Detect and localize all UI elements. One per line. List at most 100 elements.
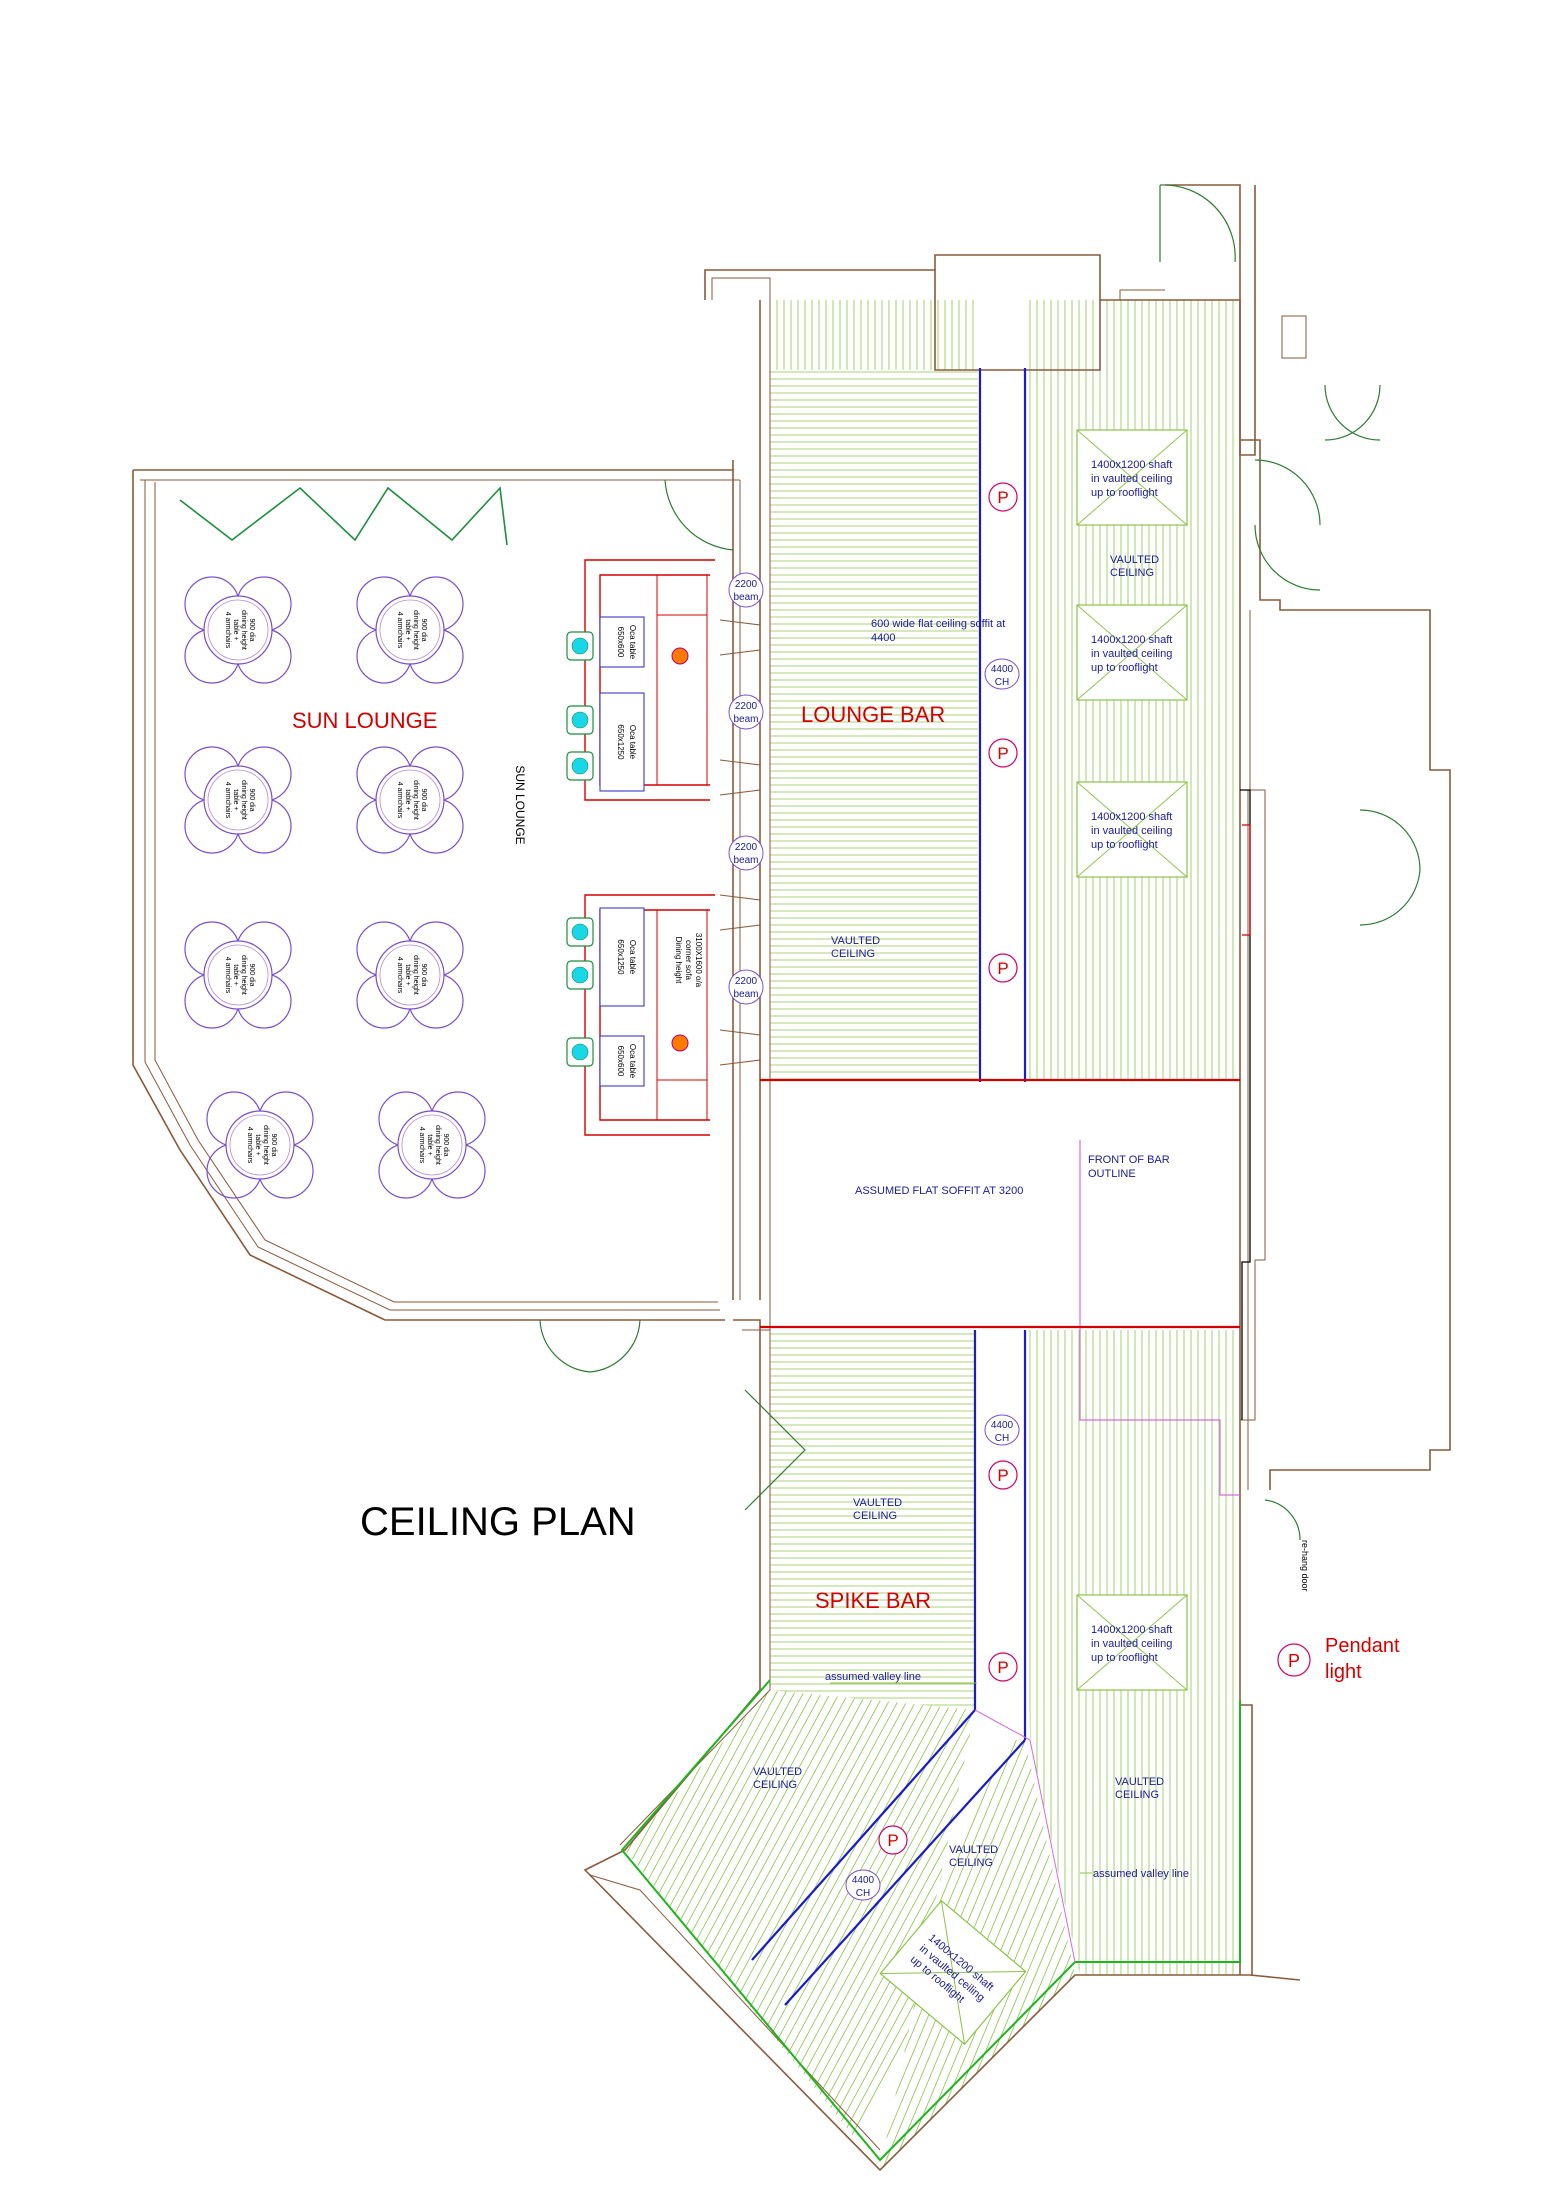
vaulted-label-1: VAULTED xyxy=(1115,1776,1164,1788)
doors xyxy=(539,184,1421,1541)
shaft-label-3: up to rooflight xyxy=(1091,487,1158,499)
dining-label: table + xyxy=(404,789,411,810)
dining-label: 4 armchairs xyxy=(396,612,403,649)
dining-label: 4 armchairs xyxy=(224,612,231,649)
shaft-label-1: 1400x1200 shaft xyxy=(1091,634,1172,646)
ch-unit: CH xyxy=(856,1888,870,1899)
spike-bar-outline xyxy=(620,1679,1241,2162)
shaft: 1400x1200 shaft in vaulted ceiling up to r… xyxy=(1076,429,1188,526)
beam-lines xyxy=(760,1078,1240,1329)
dining-label: 900 dia xyxy=(248,964,255,987)
ch-value: 4400 xyxy=(991,664,1014,675)
shaft-label-3: up to rooflight xyxy=(1091,1652,1158,1664)
bifold-doors xyxy=(179,486,508,546)
lamp-icon xyxy=(671,1034,689,1052)
dining-label: 900 dia xyxy=(248,789,255,812)
legend-label-1: Pendant xyxy=(1325,1635,1400,1657)
front-of-bar-note-2: OUTLINE xyxy=(1088,1168,1136,1180)
dining-label: dining height xyxy=(412,780,419,820)
beam-value: 2200 xyxy=(735,701,758,712)
oca-type: Oca table xyxy=(628,725,637,760)
pendant-light-icon: P xyxy=(988,1460,1018,1490)
oca-size: 650x600 xyxy=(616,1046,625,1077)
shaft-label-1: 1400x1200 shaft xyxy=(1091,811,1172,823)
vaulted-label-1: VAULTED xyxy=(831,935,880,947)
pendant-symbol: P xyxy=(997,488,1008,507)
vaulted-label-1: VAULTED xyxy=(853,1497,902,1509)
vaulted-label-1: VAULTED xyxy=(949,1844,998,1856)
soffit-lines xyxy=(751,368,1027,2006)
armchair xyxy=(566,631,594,661)
dining-label: dining height xyxy=(262,1125,269,1165)
pendant-light-icon: P xyxy=(878,1825,908,1855)
corner-sofa-3: 3100X1600 o/a xyxy=(694,933,703,988)
shaft-label-1: 1400x1200 shaft xyxy=(1091,459,1172,471)
valley-label: assumed valley line xyxy=(1093,1868,1189,1880)
pendant-light-icon: P xyxy=(988,1652,1018,1682)
ch-unit: CH xyxy=(995,1433,1009,1444)
banquette-south xyxy=(584,894,715,1136)
re-hang-door-note: re-hang door xyxy=(1300,1540,1310,1592)
room-label-sun-lounge: SUN LOUNGE xyxy=(292,708,437,733)
dining-label: 900 dia xyxy=(420,789,427,812)
pendant-symbol: P xyxy=(887,1831,898,1850)
beam-ticks xyxy=(719,619,761,1066)
valley-label: assumed valley line xyxy=(825,1671,921,1683)
armchair xyxy=(566,705,594,735)
oca-type: Oca table xyxy=(628,940,637,975)
dining-label: table + xyxy=(404,619,411,640)
legend-label-2: light xyxy=(1325,1661,1362,1683)
shaft-label-2: in vaulted ceiling xyxy=(1091,473,1172,485)
drawing-title: CEILING PLAN xyxy=(360,1500,636,1544)
dining-label: 4 armchairs xyxy=(418,1127,425,1164)
dining-label: 4 armchairs xyxy=(246,1127,253,1164)
shaft-label-2: in vaulted ceiling xyxy=(1091,1638,1172,1650)
soffit-note-600: 600 wide flat ceiling soffit at xyxy=(871,618,1005,630)
flat-soffit-note: ASSUMED FLAT SOFFIT AT 3200 xyxy=(855,1185,1023,1197)
bar-counter xyxy=(1240,789,1251,1420)
shaft-label-3: up to rooflight xyxy=(1091,662,1158,674)
lamp-icon xyxy=(671,647,689,665)
pendant-light-icon: P xyxy=(988,953,1018,983)
ch-value: 4400 xyxy=(852,1875,875,1886)
dining-label: table + xyxy=(232,789,239,810)
pendant-symbol: P xyxy=(997,744,1008,763)
pendant-light-icon: P xyxy=(988,482,1018,512)
armchair xyxy=(566,1037,594,1067)
beam-unit: beam xyxy=(733,855,758,866)
walls xyxy=(132,184,1451,2172)
soffit-note-600-height: 4400 xyxy=(871,632,895,644)
dining-label: 900 dia xyxy=(420,964,427,987)
dining-label: dining height xyxy=(240,955,247,995)
flat-soffit-area xyxy=(770,1082,1240,1330)
pendant-symbol: P xyxy=(997,1658,1008,1677)
banquette-north xyxy=(584,559,715,801)
dining-label: dining height xyxy=(412,610,419,650)
pendant-light-icon: P xyxy=(988,738,1018,768)
ch-unit: CH xyxy=(995,677,1009,688)
dining-label: 4 armchairs xyxy=(396,957,403,994)
dining-label: dining height xyxy=(240,610,247,650)
dining-label: 4 armchairs xyxy=(224,957,231,994)
oca-type: Oca table xyxy=(628,1044,637,1079)
beam-value: 2200 xyxy=(735,579,758,590)
oca-size: 650x600 xyxy=(616,627,625,658)
beam-unit: beam xyxy=(733,714,758,725)
room-label-spike-bar: SPIKE BAR xyxy=(815,1588,931,1613)
vaulted-label-2: CEILING xyxy=(831,948,875,960)
shaft-label-3: up to rooflight xyxy=(1091,839,1158,851)
